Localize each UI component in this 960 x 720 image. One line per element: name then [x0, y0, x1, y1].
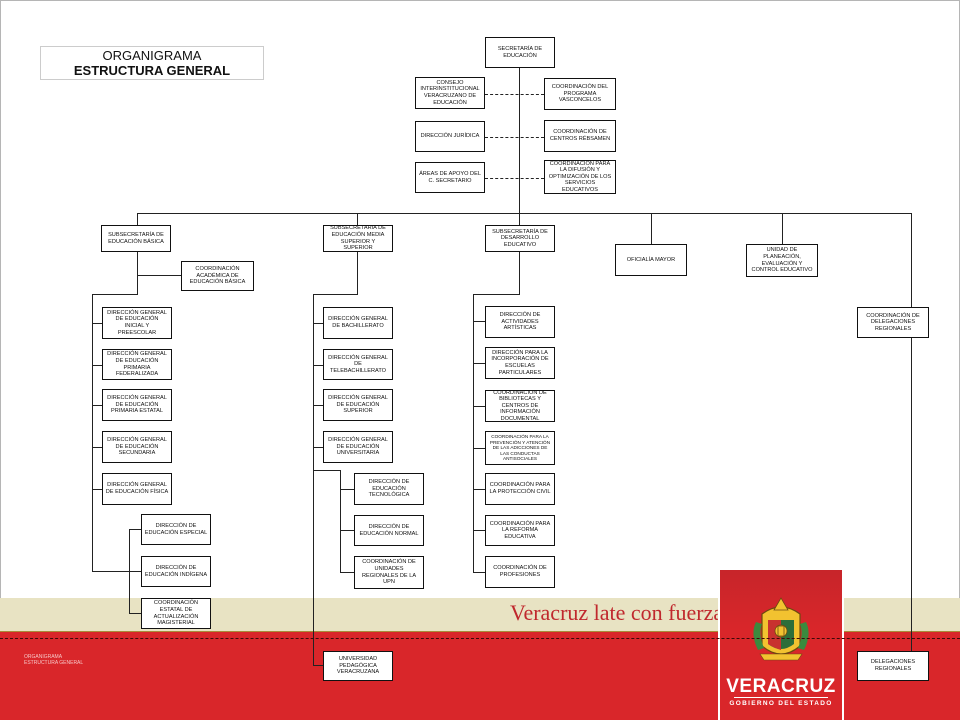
box-desarrollo-item[interactable]: COORDINACIÓN PARA LA PREVENCIÓN Y ATENCI…: [485, 431, 555, 465]
connector-dashed: [0, 638, 960, 639]
logo-rule: [734, 697, 828, 698]
box-planeacion[interactable]: UNIDAD DE PLANEACIÓN, EVALUACIÓN Y CONTR…: [746, 244, 818, 277]
connector-line: [92, 489, 102, 490]
box-basica-direccion[interactable]: DIRECCIÓN GENERAL DE EDUCACIÓN FÍSICA: [102, 473, 172, 505]
connector-line: [92, 405, 102, 406]
connector-line: [129, 529, 141, 530]
connector-line: [92, 294, 138, 295]
box-desarrollo-item[interactable]: COORDINACIÓN DE BIBLIOTECAS Y CENTROS DE…: [485, 390, 555, 422]
box-media-subdireccion[interactable]: COORDINACIÓN DE UNIDADES REGIONALES DE L…: [354, 556, 424, 589]
box-coord-academica[interactable]: COORDINACIÓN ACADÉMICA DE EDUCACIÓN BÁSI…: [181, 261, 254, 291]
box-media-subdireccion[interactable]: DIRECCIÓN DE EDUCACIÓN TECNOLÓGICA: [354, 473, 424, 505]
box-basica-subdireccion[interactable]: DIRECCIÓN DE EDUCACIÓN ESPECIAL: [141, 514, 211, 545]
connector-line: [313, 470, 341, 471]
connector-line: [137, 213, 138, 225]
connector-line: [357, 213, 358, 225]
connector-dashed: [485, 94, 544, 95]
box-delegaciones-regionales[interactable]: DELEGACIONES REGIONALES: [857, 651, 929, 681]
box-areas-apoyo[interactable]: ÁREAS DE APOYO DEL C. SECRETARIO: [415, 162, 485, 193]
connector-line: [473, 572, 485, 573]
title-line-1: ORGANIGRAMA: [102, 48, 202, 63]
connector-line: [519, 68, 520, 214]
box-desarrollo-item[interactable]: COORDINACIÓN PARA LA REFORMA EDUCATIVA: [485, 515, 555, 546]
connector-line: [340, 489, 354, 490]
connector-line: [313, 294, 358, 295]
connector-dashed: [485, 137, 544, 138]
box-upv[interactable]: UNIVERSIDAD PEDAGÓGICA VERACRUZANA: [323, 651, 393, 681]
connector-line: [651, 213, 652, 244]
connector-line: [782, 213, 783, 244]
box-basica-direccion[interactable]: DIRECCIÓN GENERAL DE EDUCACIÓN INICIAL Y…: [102, 307, 172, 339]
connector-line: [340, 530, 354, 531]
connector-line: [313, 665, 323, 666]
footnote: ORGANIGRAMA ESTRUCTURA GENERAL: [24, 654, 84, 666]
box-juridica[interactable]: DIRECCIÓN JURÍDICA: [415, 121, 485, 152]
box-desarrollo-item[interactable]: COORDINACIÓN DE PROFESIONES: [485, 556, 555, 588]
connector-line: [357, 252, 358, 295]
box-rebsamen[interactable]: COORDINACIÓN DE CENTROS RÉBSAMEN: [544, 120, 616, 152]
connector-line: [129, 571, 141, 572]
band-divider: [0, 631, 960, 632]
box-coord-delegaciones[interactable]: COORDINACIÓN DE DELEGACIONES REGIONALES: [857, 307, 929, 338]
box-media-direccion[interactable]: DIRECCIÓN GENERAL DE BACHILLERATO: [323, 307, 393, 339]
connector-line: [137, 213, 912, 214]
coat-of-arms-icon: [753, 597, 809, 661]
box-basica-direccion[interactable]: DIRECCIÓN GENERAL DE EDUCACIÓN PRIMARIA …: [102, 349, 172, 380]
box-subsecretaria-basica[interactable]: SUBSECRETARÍA DE EDUCACIÓN BÁSICA: [101, 225, 171, 252]
slogan: Veracruz late con fuerza: [510, 600, 724, 625]
box-media-subdireccion[interactable]: DIRECCIÓN DE EDUCACIÓN NORMAL: [354, 515, 424, 546]
box-basica-direccion[interactable]: DIRECCIÓN GENERAL DE EDUCACIÓN SECUNDARI…: [102, 431, 172, 463]
connector-line: [313, 294, 314, 666]
connector-line: [473, 448, 485, 449]
box-vasconcelos[interactable]: COORDINACIÓN DEL PROGRAMA VASCONCELOS: [544, 78, 616, 110]
connector-line: [137, 276, 138, 295]
connector-line: [137, 252, 138, 276]
connector-line: [129, 613, 141, 614]
connector-line: [313, 365, 323, 366]
box-oficialia-mayor[interactable]: OFICIALÍA MAYOR: [615, 244, 687, 276]
connector-line: [519, 213, 520, 225]
veracruz-logo: VERACRUZ GOBIERNO DEL ESTADO: [718, 570, 844, 720]
box-consejo[interactable]: CONSEJO INTERINSTITUCIONAL VERACRUZANO D…: [415, 77, 485, 109]
box-desarrollo-item[interactable]: COORDINACIÓN PARA LA PROTECCIÓN CIVIL: [485, 473, 555, 505]
connector-line: [473, 294, 474, 573]
connector-line: [911, 213, 912, 307]
box-media-direccion[interactable]: DIRECCIÓN GENERAL DE TELEBACHILLERATO: [323, 349, 393, 380]
connector-dashed: [485, 178, 544, 179]
connector-line: [313, 447, 323, 448]
connector-line: [92, 323, 102, 324]
connector-line: [473, 489, 485, 490]
connector-line: [137, 275, 181, 276]
connector-line: [519, 252, 520, 295]
box-desarrollo-item[interactable]: DIRECCIÓN DE ACTIVIDADES ARTÍSTICAS: [485, 306, 555, 338]
box-difusion[interactable]: COORDINACIÓN PARA LA DIFUSIÓN Y OPTIMIZA…: [544, 160, 616, 194]
connector-line: [473, 530, 485, 531]
box-secretaria[interactable]: SECRETARÍA DE EDUCACIÓN: [485, 37, 555, 68]
connector-line: [473, 321, 485, 322]
connector-line: [473, 363, 485, 364]
box-basica-subdireccion[interactable]: COORDINACIÓN ESTATAL DE ACTUALIZACIÓN MA…: [141, 598, 211, 629]
connector-line: [92, 447, 102, 448]
connector-line: [92, 294, 93, 572]
connector-line: [313, 405, 323, 406]
connector-line: [92, 365, 102, 366]
title-box: ORGANIGRAMA ESTRUCTURA GENERAL: [40, 46, 264, 80]
box-basica-direccion[interactable]: DIRECCIÓN GENERAL DE EDUCACIÓN PRIMARIA …: [102, 389, 172, 421]
title-line-2: ESTRUCTURA GENERAL: [73, 63, 231, 78]
logo-wordmark: VERACRUZ: [726, 676, 836, 697]
logo-subtitle: GOBIERNO DEL ESTADO: [729, 700, 833, 707]
connector-line: [340, 572, 354, 573]
connector-line: [340, 470, 341, 573]
box-subsecretaria-media[interactable]: SUBSECRETARÍA DE EDUCACIÓN MEDIA SUPERIO…: [323, 225, 393, 252]
box-desarrollo-item[interactable]: DIRECCIÓN PARA LA INCORPORACIÓN DE ESCUE…: [485, 347, 555, 379]
box-basica-subdireccion[interactable]: DIRECCIÓN DE EDUCACIÓN INDÍGENA: [141, 556, 211, 587]
box-subsecretaria-desarrollo[interactable]: SUBSECRETARÍA DE DESARROLLO EDUCATIVO: [485, 225, 555, 252]
box-media-direccion[interactable]: DIRECCIÓN GENERAL DE EDUCACIÓN UNIVERSIT…: [323, 431, 393, 463]
connector-line: [473, 294, 520, 295]
connector-line: [92, 571, 130, 572]
connector-line: [313, 323, 323, 324]
box-media-direccion[interactable]: DIRECCIÓN GENERAL DE EDUCACIÓN SUPERIOR: [323, 389, 393, 421]
connector-line: [911, 337, 912, 651]
connector-line: [473, 406, 485, 407]
